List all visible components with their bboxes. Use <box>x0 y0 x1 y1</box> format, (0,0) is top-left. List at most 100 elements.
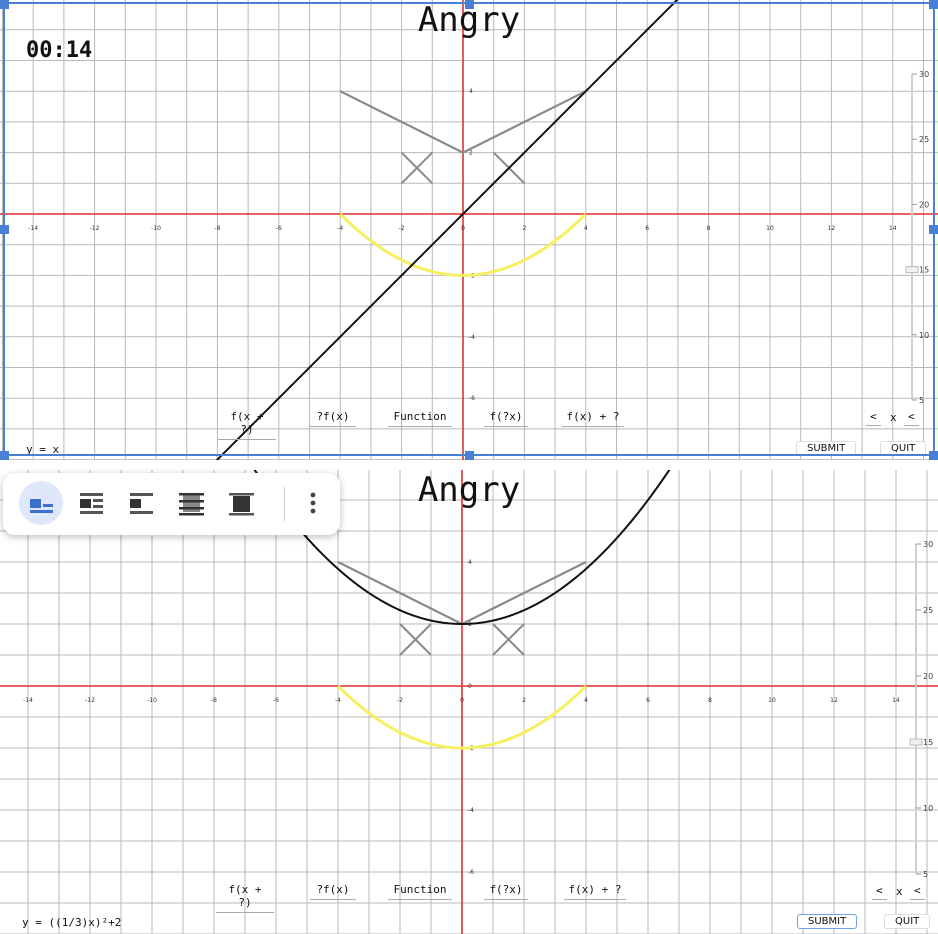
y-tick-label: -6 <box>469 395 475 402</box>
slider-thumb <box>905 266 919 274</box>
equation-label: y = ((1/3)x)²+2 <box>22 916 122 929</box>
prev-arrow-button[interactable]: < <box>866 410 881 426</box>
more-options-icon <box>310 492 316 514</box>
resize-handle[interactable] <box>929 451 938 460</box>
x-tick-label: 10 <box>768 697 776 704</box>
x-tick-label: -10 <box>147 697 157 704</box>
resize-handle[interactable] <box>929 0 938 9</box>
scale-x-button[interactable]: f(?x) <box>484 883 528 900</box>
resize-handle[interactable] <box>929 225 938 234</box>
in-front-of-text-button[interactable] <box>219 481 263 525</box>
eye-x-mark <box>492 623 525 656</box>
scale-y-button[interactable]: ?f(x) <box>310 410 356 427</box>
function-button[interactable]: Function <box>388 410 452 427</box>
x-tick-label: -6 <box>273 697 279 704</box>
submit-button[interactable]: SUBMIT <box>796 441 857 456</box>
x-tick-label: 2 <box>522 225 526 232</box>
slider-tick-label: 10 <box>923 804 933 813</box>
slider-tick-label: 20 <box>919 200 929 209</box>
variable-label: x <box>890 411 897 424</box>
break-text-button[interactable] <box>119 481 163 525</box>
slider-tick-label: 5 <box>923 870 928 879</box>
x-tick-label: 12 <box>830 697 838 704</box>
x-tick-label: 2 <box>522 697 526 704</box>
y-tick-label: -4 <box>468 807 474 814</box>
scale-x-button[interactable]: f(?x) <box>484 410 528 427</box>
wrap-inline-icon <box>30 499 53 513</box>
x-tick-label: -4 <box>335 697 341 704</box>
grid <box>0 470 938 934</box>
x-tick-label: -2 <box>397 697 403 704</box>
toolbar-divider <box>284 487 285 521</box>
x-tick-label: 14 <box>892 697 900 704</box>
timer: 00:14 <box>26 38 93 63</box>
mouth-curve <box>339 212 587 277</box>
x-tick-label: -10 <box>151 225 161 232</box>
x-tick-label: 14 <box>889 225 897 232</box>
slider-tick-label: 15 <box>923 738 933 747</box>
x-tick-label: -12 <box>90 225 100 232</box>
quit-button[interactable]: QUIT <box>880 441 927 456</box>
resize-handle[interactable] <box>0 225 9 234</box>
eye-x-mark <box>399 623 432 656</box>
behind-text-button[interactable] <box>169 481 213 525</box>
resize-handle[interactable] <box>465 0 474 9</box>
equation-label: y = x <box>26 443 60 456</box>
slider-tick-label: 15 <box>919 266 929 275</box>
function-curve <box>253 470 671 625</box>
slider-tick-label: 25 <box>919 135 929 144</box>
eye-x-mark <box>400 151 434 185</box>
resize-handle[interactable] <box>0 451 9 460</box>
resize-handle[interactable] <box>0 0 9 9</box>
image-wrap-toolbar <box>3 473 340 535</box>
x-tick-label: -12 <box>85 697 95 704</box>
prev-arrow-button[interactable]: < <box>872 884 887 900</box>
slider-tick-label: 30 <box>923 540 933 549</box>
scale-y-button[interactable]: ?f(x) <box>310 883 356 900</box>
shift-x-button[interactable]: f(x + ?) <box>216 883 274 913</box>
x-tick-label: 8 <box>707 225 711 232</box>
y-tick-label: 4 <box>468 559 472 566</box>
x-tick-label: 10 <box>766 225 774 232</box>
x-tick-label: 6 <box>646 697 650 704</box>
quit-button[interactable]: QUIT <box>884 914 931 929</box>
x-tick-label: -8 <box>211 697 217 704</box>
x-tick-label: -14 <box>28 225 38 232</box>
slider-tick-label: 25 <box>923 606 933 615</box>
x-tick-label: 6 <box>645 225 649 232</box>
x-tick-label: 0 <box>461 225 465 232</box>
x-tick-label: -6 <box>276 225 282 232</box>
submit-button[interactable]: SUBMIT <box>797 914 858 929</box>
x-tick-label: -2 <box>399 225 405 232</box>
shift-y-button[interactable]: f(x) + ? <box>564 883 626 900</box>
next-arrow-button[interactable]: < <box>904 410 919 426</box>
grid <box>0 0 938 460</box>
function-button[interactable]: Function <box>388 883 452 900</box>
next-arrow-button[interactable]: < <box>910 884 925 900</box>
wrap-text-button[interactable] <box>69 481 113 525</box>
eyebrows <box>339 90 587 154</box>
shift-y-button[interactable]: f(x) + ? <box>562 410 624 427</box>
page-title: Angry <box>417 470 521 510</box>
wrap-text-icon <box>80 493 103 514</box>
slider-tick-label: 20 <box>923 672 933 681</box>
y-tick-label: -4 <box>469 334 475 341</box>
function-curve <box>215 0 679 460</box>
x-tick-label: 12 <box>828 225 836 232</box>
behind-text-icon <box>179 493 204 516</box>
wrap-inline-button[interactable] <box>19 481 63 525</box>
variable-label: x <box>896 885 903 898</box>
x-tick-label: 4 <box>584 697 588 704</box>
x-tick-label: 4 <box>584 225 588 232</box>
more-options-button[interactable] <box>291 481 335 525</box>
shift-x-button[interactable]: f(x + ?) <box>218 410 276 440</box>
slider-tick-label: 30 <box>919 70 929 79</box>
x-tick-label: -8 <box>214 225 220 232</box>
resize-handle[interactable] <box>465 451 474 460</box>
slider-tick-label: 5 <box>919 396 924 405</box>
mouth-curve <box>336 684 588 750</box>
